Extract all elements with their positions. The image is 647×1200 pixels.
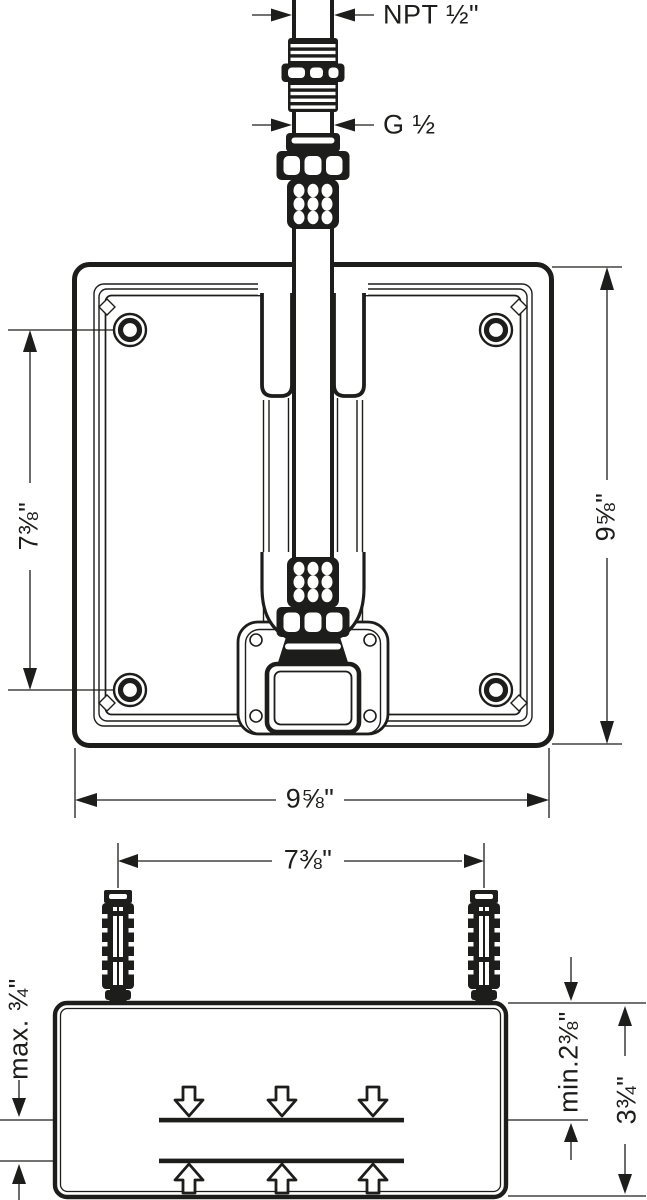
- npt-thread-fitting: [281, 38, 345, 112]
- anchor-spacing-dimension: [117, 843, 485, 888]
- g-thread-label: G ½: [383, 109, 436, 140]
- wall-anchor-right: [467, 890, 501, 1005]
- max-finish-dimension: [12, 1080, 26, 1200]
- hose-base-housing: [264, 661, 362, 735]
- hole-spacing-label: 7⅜": [13, 501, 44, 551]
- corner-chamfer: [98, 298, 116, 316]
- plate-width-dimension: [74, 748, 550, 818]
- plate-height-dimension: [552, 266, 622, 745]
- overall-depth-label: 3¾": [611, 1075, 642, 1125]
- min-depth-label: min.2⅜": [553, 1011, 584, 1113]
- min-depth-dimension: [564, 957, 578, 1160]
- corner-chamfer: [510, 694, 528, 712]
- npt-thread-label: NPT ½": [383, 0, 480, 30]
- screw-hole-top-right: [478, 312, 514, 348]
- hole-spacing-dimension: [23, 330, 37, 690]
- npt-dimension: [252, 8, 374, 22]
- screw-hole-bottom-left: [112, 672, 148, 708]
- wall-anchor-left: [101, 890, 135, 1005]
- pipe-bracket-right-slot: [332, 293, 366, 398]
- wall-level-arrows: [173, 1085, 389, 1195]
- anchor-spacing-label: 7⅜": [283, 844, 333, 875]
- corner-chamfer: [510, 298, 528, 316]
- finished-wall-lines: [0, 1002, 646, 1197]
- pipe-bracket-left-slot: [260, 293, 294, 398]
- max-finish-depth-label: max. ¾": [3, 978, 34, 1080]
- g-thread-nut-fitting: [276, 133, 350, 229]
- corner-chamfer: [98, 694, 116, 712]
- screw-hole-top-left: [112, 312, 148, 348]
- plate-width-label: 9⅝": [285, 783, 335, 814]
- screw-hole-bottom-right: [478, 672, 514, 708]
- plate-height-label: 9⅝": [590, 492, 621, 542]
- g-dimension: [252, 118, 374, 132]
- lower-hose-fitting: [264, 557, 362, 735]
- overall-depth-dimension: [618, 1006, 632, 1194]
